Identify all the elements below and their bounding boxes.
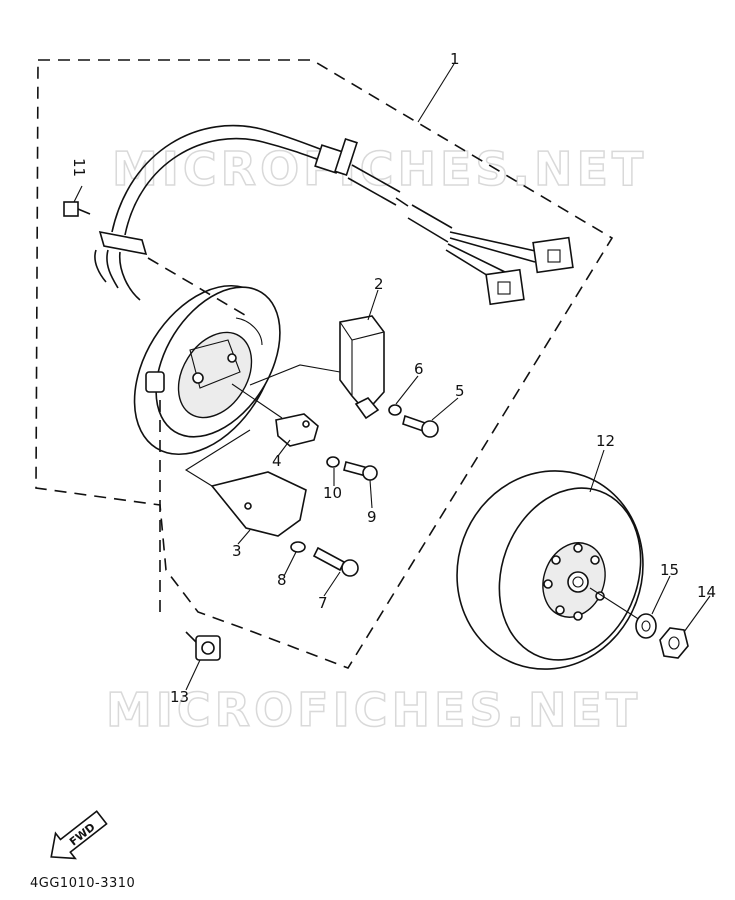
part-8-washer: [290, 541, 306, 553]
part-10-washer: [326, 456, 340, 468]
callout-5: 5: [455, 382, 465, 400]
part-14-nut: [659, 627, 689, 659]
callout-7: 7: [318, 594, 328, 612]
callout-3: 3: [232, 542, 242, 560]
link-2: [249, 364, 341, 386]
part-12-rotor: [456, 470, 644, 670]
callout-15: 15: [660, 561, 679, 579]
callout-10: 10: [323, 484, 342, 502]
part-4-block: [275, 413, 319, 447]
diagram-code: 4GG1010-3310: [30, 876, 136, 891]
part-7-screw: [312, 546, 359, 577]
callout-6: 6: [414, 360, 424, 378]
part-6-washer: [388, 404, 402, 416]
callout-leaders: [73, 63, 711, 691]
callout-12: 12: [596, 432, 615, 450]
callout-2: 2: [374, 275, 384, 293]
part-9-screw: [343, 461, 378, 481]
callout-11: 11: [70, 158, 88, 177]
callout-1: 1: [450, 50, 460, 68]
fwd-arrow: FWD: [50, 810, 108, 860]
callout-9: 9: [367, 508, 377, 526]
part-2-pickup-coil: [339, 315, 385, 420]
part-3-cover: [210, 471, 307, 537]
link-3: [184, 429, 251, 487]
part-15-washer: [635, 613, 657, 639]
stator-plate: [133, 284, 281, 456]
callout-13: 13: [170, 688, 189, 706]
part-11-bolt: [63, 201, 91, 217]
assembly-boundary: [35, 59, 614, 669]
part-13-bolt: [185, 631, 221, 661]
callout-8: 8: [277, 571, 287, 589]
wire-harness: [94, 124, 574, 306]
watermark-top: MICROFICHES.NET: [112, 142, 647, 196]
callout-14: 14: [697, 583, 716, 601]
rotor-leader: [589, 587, 641, 621]
callout-4: 4: [272, 452, 282, 470]
part-5-screw: [402, 414, 439, 438]
watermark-bottom: MICROFICHES.NET: [106, 683, 641, 737]
link-4: [231, 383, 283, 419]
